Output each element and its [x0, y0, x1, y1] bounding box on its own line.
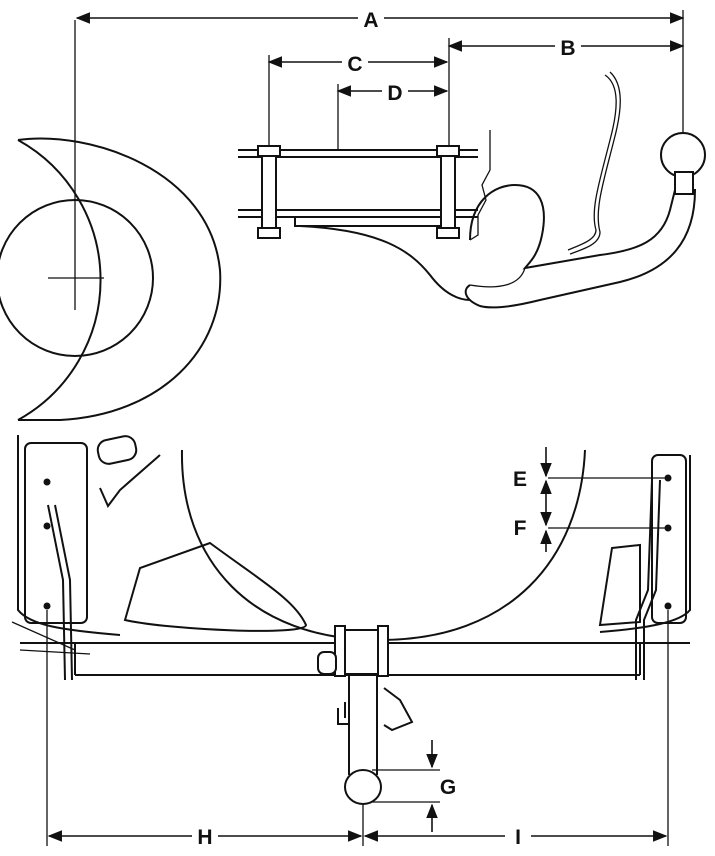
dimension-label-F: F: [514, 517, 527, 540]
dimension-I: I: [362, 610, 669, 849]
dimension-H: H: [46, 610, 363, 849]
tow-arm-side: [464, 183, 697, 309]
body-panel-edge: [469, 130, 491, 241]
electric-cable: [567, 74, 617, 251]
dimension-label-D: D: [387, 82, 402, 105]
dimension-label-E: E: [513, 468, 527, 491]
dimension-E: E: [513, 447, 670, 500]
tow-ball-side: [660, 132, 706, 195]
dimension-label-C: C: [347, 53, 362, 76]
dimension-G: G: [372, 740, 456, 832]
dimension-label-I: I: [515, 826, 521, 849]
dimension-label-H: H: [197, 826, 212, 849]
dimension-label-G: G: [440, 776, 456, 799]
side-elevation-view: [0, 20, 706, 421]
mounting-bolt-front: [257, 145, 281, 239]
rear-wheel: [0, 20, 222, 421]
dimension-C: C: [267, 50, 449, 146]
right-mounting-plate: [651, 454, 687, 624]
dimension-label-A: A: [363, 9, 378, 32]
tow-bracket-centre: [317, 625, 414, 775]
dimension-F: F: [514, 500, 670, 552]
mounting-bracket: [299, 225, 471, 301]
tow-ball-plan: [344, 769, 382, 805]
dimension-label-B: B: [560, 37, 575, 60]
left-mounting-plate: [24, 442, 88, 624]
dimension-A: A: [75, 6, 685, 133]
underside-view: [11, 435, 691, 805]
dimension-B: B: [447, 34, 685, 146]
dimension-D: D: [336, 79, 449, 150]
mounting-bolt-rear: [436, 145, 460, 239]
